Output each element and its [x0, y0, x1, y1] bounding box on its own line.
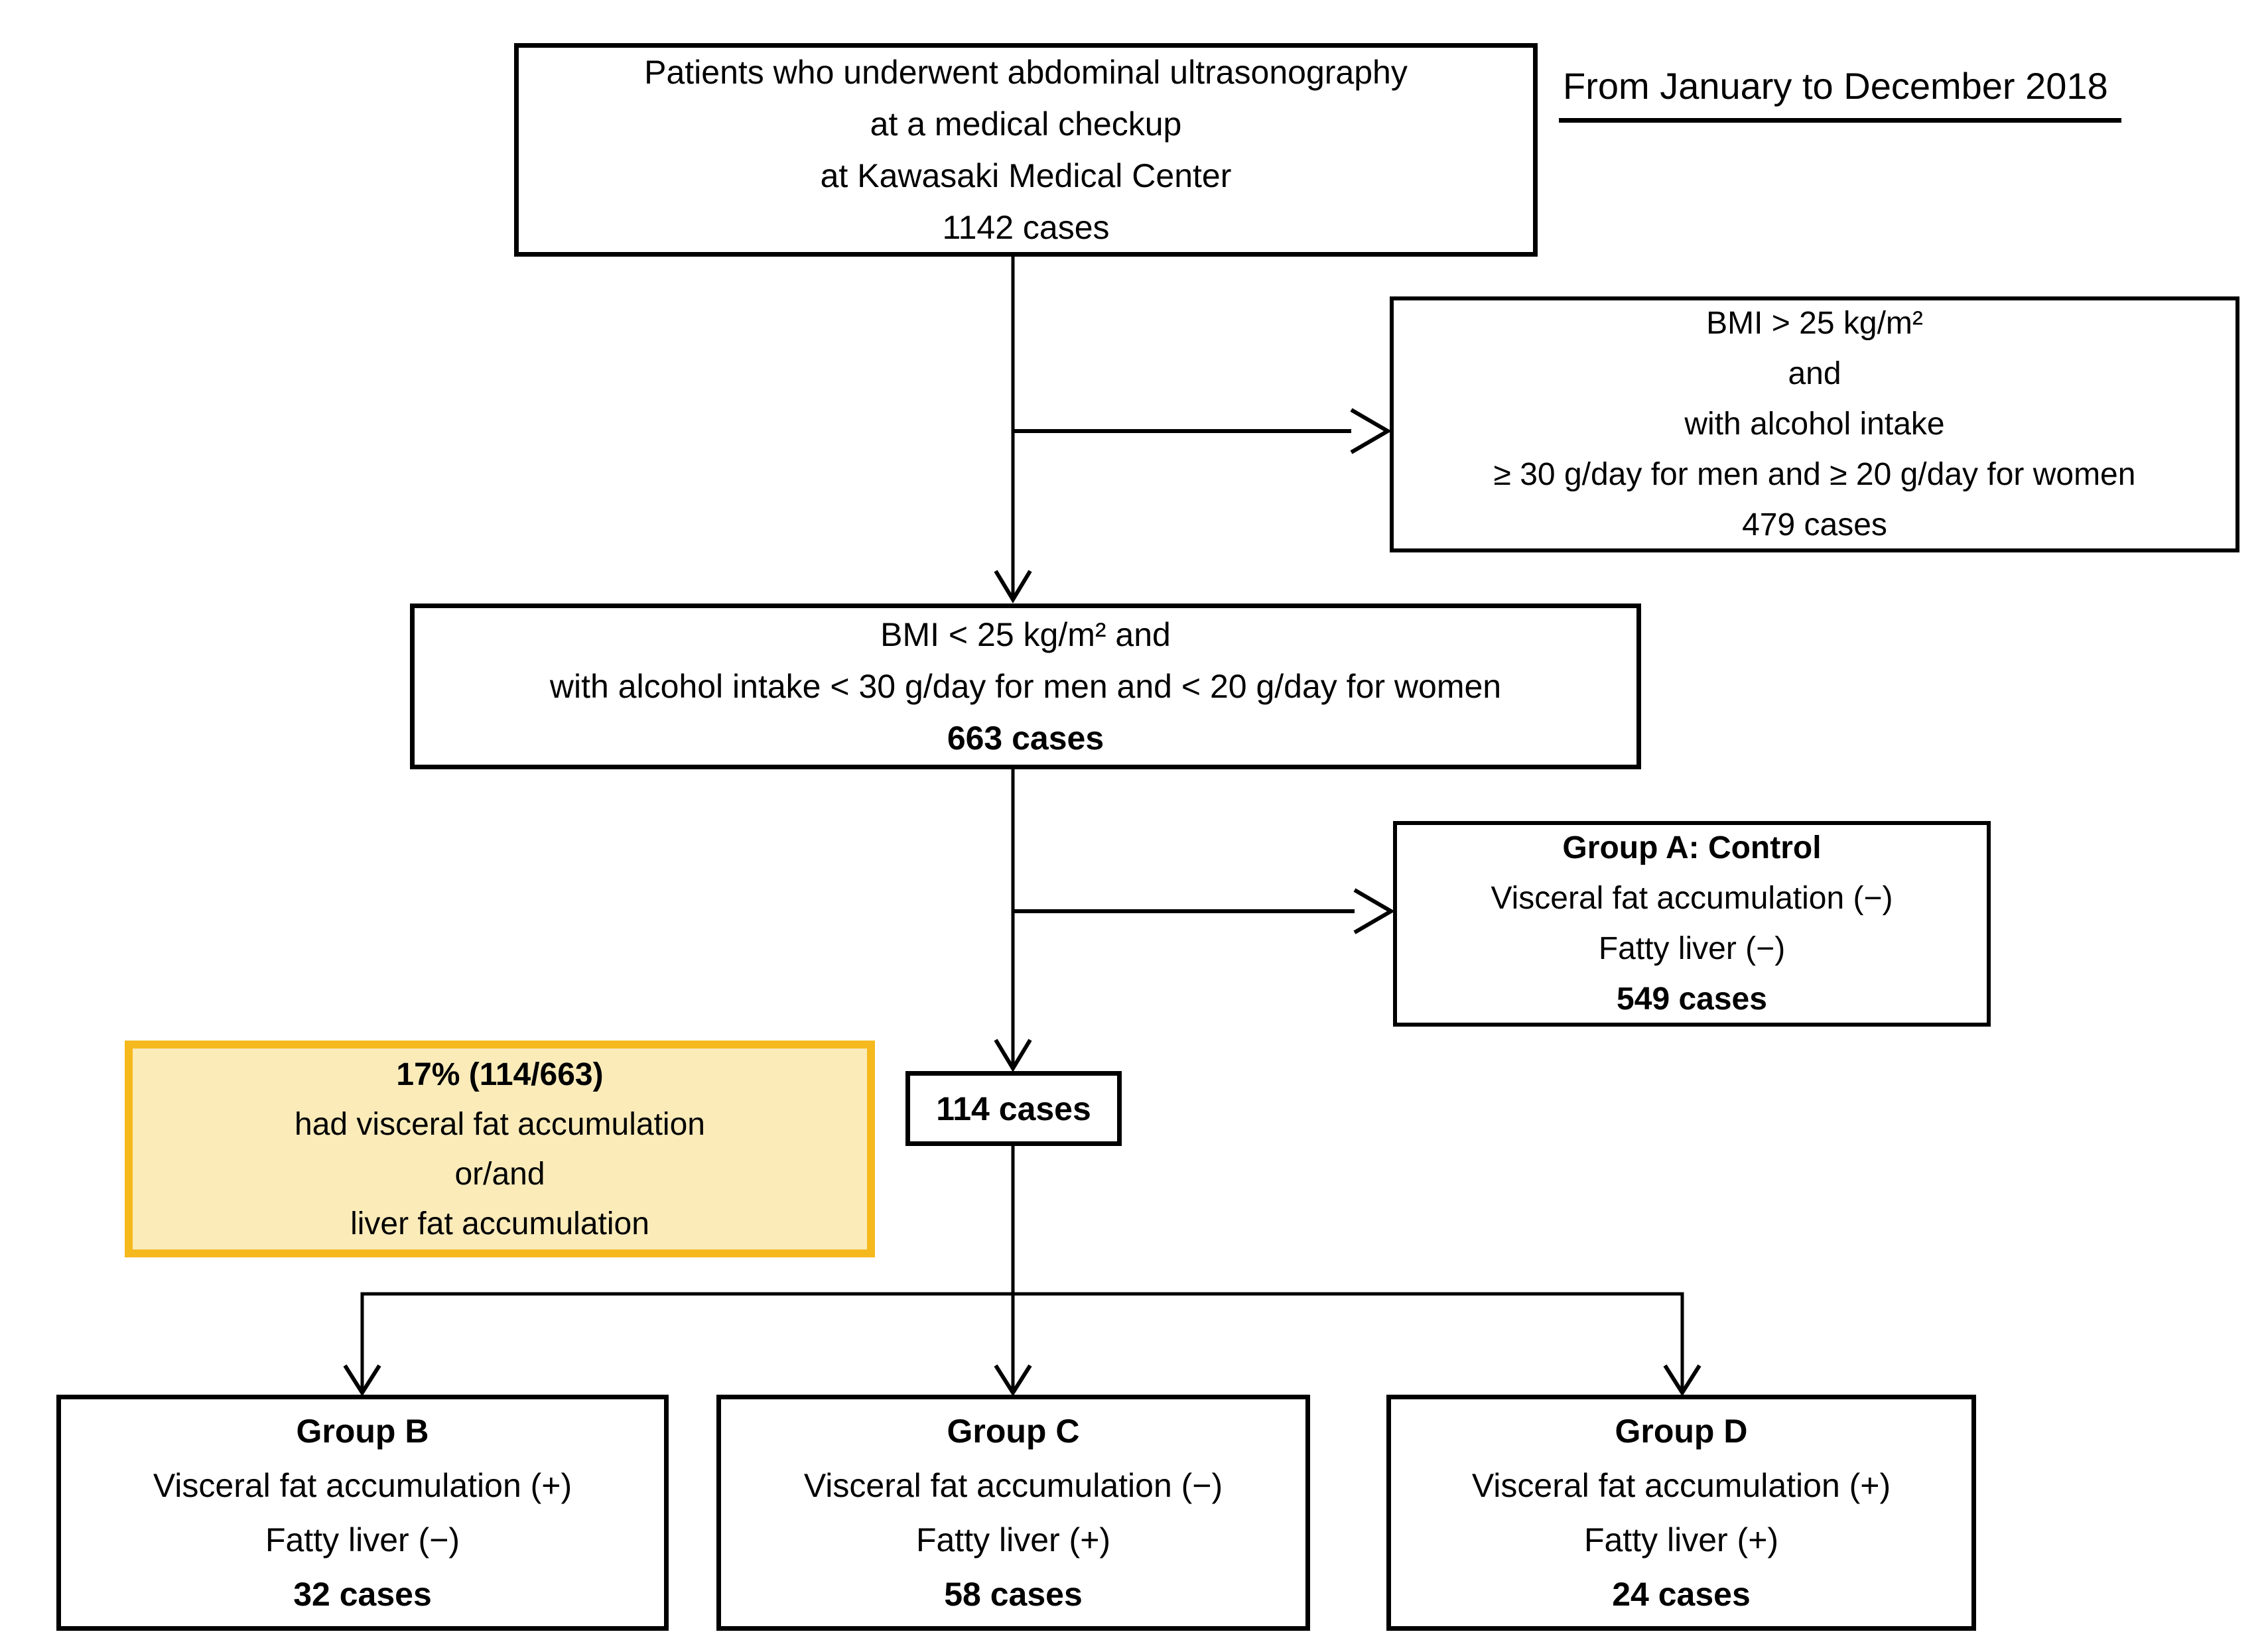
group-title: Group C — [947, 1413, 1080, 1450]
group-title: Group B — [296, 1413, 429, 1450]
group-d-box: Group D Visceral fat accumulation (+) Fa… — [1386, 1395, 1976, 1631]
text-line: BMI < 25 kg/m² and — [880, 616, 1171, 653]
group-title: Group A: Control — [1562, 830, 1822, 865]
group-b-box: Group B Visceral fat accumulation (+) Fa… — [56, 1395, 669, 1631]
text-line: at Kawasaki Medical Center — [820, 157, 1232, 194]
case-count: 549 cases — [1617, 982, 1767, 1017]
arrowhead-down-inclusion-icon — [994, 570, 1032, 604]
selected-cases-box: 114 cases — [905, 1071, 1122, 1146]
date-range-label: From January to December 2018 — [1559, 65, 2121, 123]
text-line: Fatty liver (−) — [1598, 931, 1786, 966]
highlight-note-box: 17% (114/663) had visceral fat accumulat… — [125, 1041, 875, 1257]
text-line: Visceral fat accumulation (−) — [1491, 881, 1893, 916]
text-line: Fatty liver (−) — [265, 1521, 460, 1558]
arrowhead-down-group-d-icon — [1663, 1364, 1701, 1397]
inclusion-criteria-box: BMI < 25 kg/m² and with alcohol intake <… — [410, 604, 1641, 769]
text-line: BMI > 25 kg/m² — [1706, 306, 1923, 341]
text-line: with alcohol intake < 30 g/day for men a… — [549, 668, 1502, 705]
text-line: had visceral fat accumulation — [295, 1106, 705, 1142]
percentage-line: 17% (114/663) — [396, 1056, 604, 1092]
text-line: and — [1788, 356, 1841, 391]
group-a-control-box: Group A: Control Visceral fat accumulati… — [1393, 821, 1991, 1027]
text-line: Fatty liver (+) — [1583, 1521, 1779, 1558]
arrowhead-down-group-b-icon — [343, 1364, 381, 1397]
arrowhead-right-group-a-icon — [1353, 888, 1395, 934]
arrowhead-down-114-icon — [994, 1039, 1032, 1072]
text-line: Patients who underwent abdominal ultraso… — [644, 54, 1408, 91]
case-count: 1142 cases — [942, 209, 1110, 246]
case-count: 663 cases — [947, 720, 1104, 757]
case-count: 114 cases — [936, 1090, 1091, 1127]
case-count: 24 cases — [1612, 1576, 1751, 1613]
arrowhead-right-exclusion-icon — [1350, 408, 1392, 454]
source-population-box: Patients who underwent abdominal ultraso… — [514, 43, 1538, 257]
exclusion-criteria-box: BMI > 25 kg/m² and with alcohol intake ≥… — [1390, 296, 2239, 552]
text-line: at a medical checkup — [870, 105, 1182, 143]
case-count: 479 cases — [1742, 507, 1887, 542]
arrowhead-down-group-c-icon — [994, 1364, 1032, 1397]
text-line: Visceral fat accumulation (−) — [803, 1467, 1223, 1504]
case-count: 58 cases — [944, 1576, 1083, 1613]
text-line: Visceral fat accumulation (+) — [1471, 1467, 1891, 1504]
group-title: Group D — [1615, 1413, 1748, 1450]
text-line: liver fat accumulation — [350, 1206, 649, 1241]
case-count: 32 cases — [293, 1576, 432, 1613]
text-line: Visceral fat accumulation (+) — [153, 1467, 572, 1504]
group-c-box: Group C Visceral fat accumulation (−) Fa… — [716, 1395, 1310, 1631]
text-line: with alcohol intake — [1684, 407, 1945, 442]
text-line: or/and — [454, 1156, 545, 1192]
text-line: Fatty liver (+) — [915, 1521, 1111, 1558]
text-line: ≥ 30 g/day for men and ≥ 20 g/day for wo… — [1493, 457, 2136, 492]
